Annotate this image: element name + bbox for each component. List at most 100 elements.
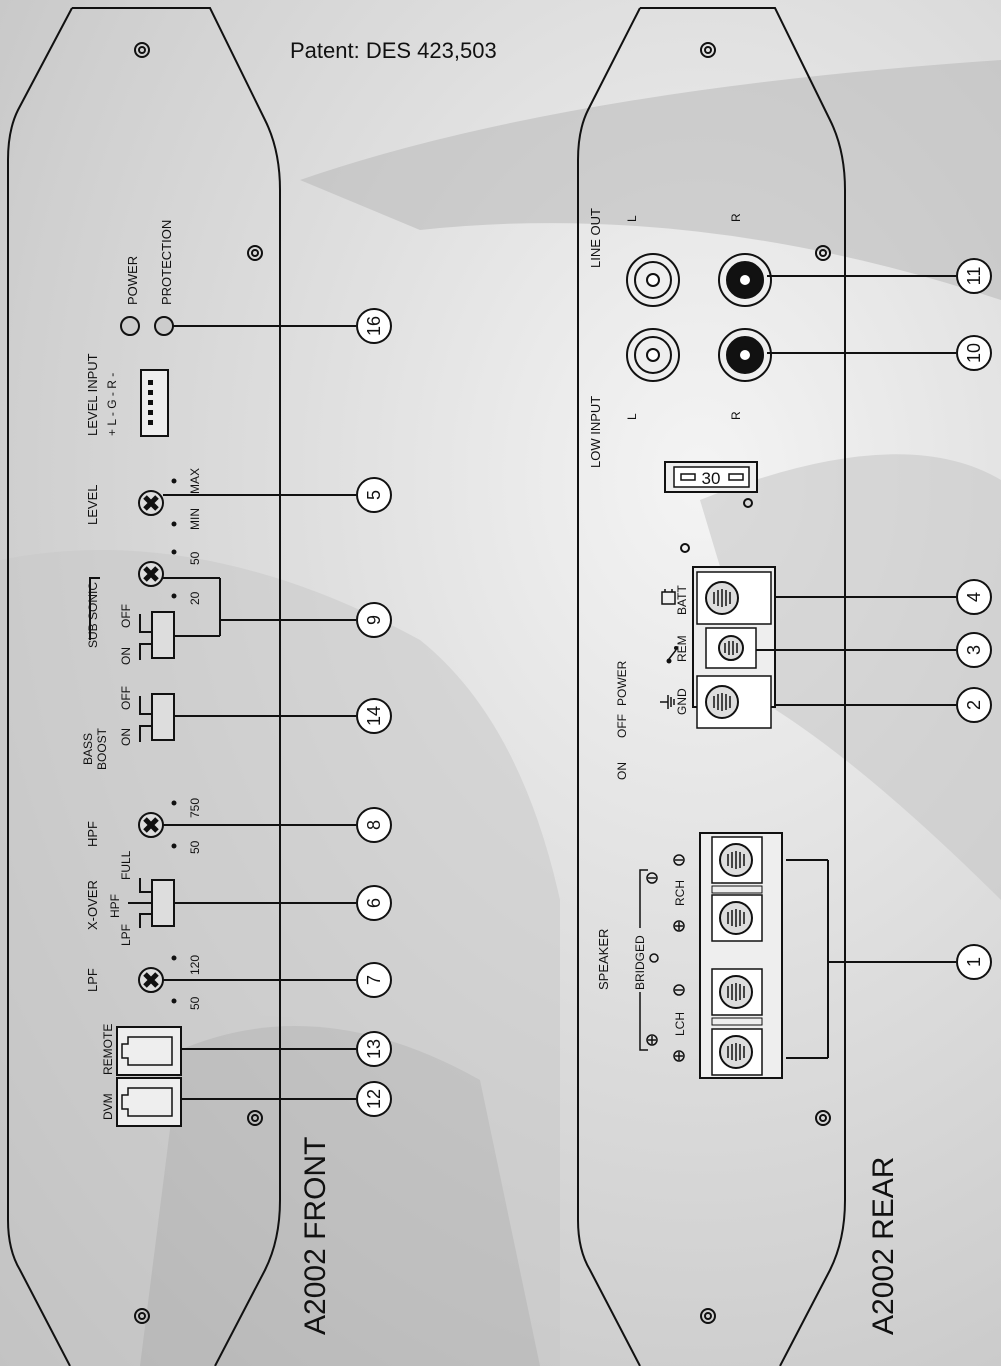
remote-switch-icon [666, 646, 678, 664]
rear-panel: LINE OUT LOW INPUT L R L R 30 BATT RE [588, 208, 992, 1335]
subsonic-50-label: 50 [188, 551, 202, 565]
remote-jack[interactable] [116, 1026, 182, 1076]
rch-label: RCH [673, 880, 687, 906]
hpf-50-label: 50 [188, 840, 202, 854]
power-label: POWER [615, 660, 629, 706]
bridged-label: BRIDGED [633, 935, 647, 990]
svg-text:5: 5 [364, 490, 384, 500]
svg-text:7: 7 [364, 975, 384, 985]
bass-boost-label-1: BASS [81, 733, 95, 765]
power-label: POWER [125, 256, 140, 305]
xover-lpf-label: LPF [119, 924, 133, 946]
low-input-r-label: R [729, 411, 743, 420]
batt-label: BATT [675, 585, 689, 615]
mounting-holes [134, 42, 831, 1324]
callout-16: 16 [356, 308, 392, 344]
line-out-r-rca[interactable] [718, 253, 772, 307]
lpf-knob[interactable] [138, 967, 164, 993]
lpf-120-label: 120 [188, 955, 202, 975]
rear-panel-outline [577, 7, 846, 1366]
callout-11: 11 [956, 258, 992, 294]
callout-5: 5 [356, 477, 392, 513]
rch-negative-terminal[interactable] [719, 843, 753, 877]
lch-negative-terminal[interactable] [719, 975, 753, 1009]
rear-callout-lines [756, 275, 956, 1059]
callout-2: 2 [956, 687, 992, 723]
line-out-l-label: L [625, 215, 639, 222]
rch-positive-terminal[interactable] [719, 901, 753, 935]
rem-terminal[interactable] [718, 635, 744, 661]
callout-9: 9 [356, 602, 392, 638]
xover-switch[interactable] [151, 879, 175, 927]
dvm-jack[interactable] [116, 1077, 182, 1127]
rem-label: REM [675, 635, 689, 662]
level-input-connector [140, 369, 169, 437]
svg-text:9: 9 [364, 615, 384, 625]
svg-text:4: 4 [964, 592, 984, 602]
batt-terminal[interactable] [705, 581, 739, 615]
svg-text:2: 2 [964, 700, 984, 710]
power-on-label: ON [615, 762, 629, 780]
line-out-l-rca[interactable] [626, 253, 680, 307]
front-panel-outline [7, 7, 281, 1366]
speaker-label: SPEAKER [596, 929, 611, 990]
bass-boost-switch[interactable] [151, 693, 175, 741]
callout-13: 13 [356, 1031, 392, 1067]
svg-text:12: 12 [364, 1089, 384, 1109]
lch-positive-terminal[interactable] [719, 1035, 753, 1069]
fuse: 30 [664, 461, 758, 493]
subsonic-on-label: ON [119, 647, 133, 665]
low-input-l-rca[interactable] [626, 328, 680, 382]
svg-text:14: 14 [364, 706, 384, 726]
low-input-label: LOW INPUT [588, 396, 603, 468]
power-off-label: OFF [615, 714, 629, 738]
callout-7: 7 [356, 962, 392, 998]
level-input-pins [148, 380, 153, 425]
level-label: LEVEL [85, 485, 100, 525]
low-input-l-label: L [625, 413, 639, 420]
hpf-knob[interactable] [138, 812, 164, 838]
lpf-50-label: 50 [188, 996, 202, 1010]
callout-1: 1 [956, 944, 992, 980]
battery-icon [661, 589, 676, 605]
xover-label: X-OVER [85, 880, 100, 930]
protection-led [154, 316, 174, 336]
subsonic-knob[interactable] [138, 561, 164, 587]
dvm-label: DVM [101, 1093, 115, 1120]
polarity-symbols [646, 854, 685, 1062]
svg-text:10: 10 [964, 343, 984, 363]
lch-label: LCH [673, 1012, 687, 1036]
svg-text:11: 11 [964, 267, 984, 286]
svg-text:13: 13 [364, 1039, 384, 1059]
power-led [120, 316, 140, 336]
patent-text: Patent: DES 423,503 [290, 38, 497, 63]
level-knob[interactable] [138, 490, 164, 516]
gnd-terminal[interactable] [705, 685, 739, 719]
fuse-rating: 30 [702, 469, 721, 488]
low-input-r-rca[interactable] [718, 328, 772, 382]
subsonic-off-label: OFF [119, 604, 133, 628]
level-min-label: MIN [188, 508, 202, 530]
front-title: A2002 FRONT [299, 1137, 332, 1335]
svg-text:3: 3 [964, 645, 984, 655]
hpf-label: HPF [85, 821, 100, 847]
callout-14: 14 [356, 698, 392, 734]
rear-title: A2002 REAR [867, 1157, 900, 1335]
subsonic-20-label: 20 [188, 591, 202, 605]
callout-10: 10 [956, 335, 992, 371]
subsonic-switch[interactable] [151, 611, 175, 659]
protection-label: PROTECTION [159, 220, 174, 305]
svg-text:8: 8 [364, 820, 384, 830]
level-input-pins-label: + L - G - R - [105, 373, 119, 436]
front-panel: POWER PROTECTION LEVEL INPUT + L - G - R… [81, 220, 392, 1335]
line-out-r-label: R [729, 213, 743, 222]
bass-boost-on-label: ON [119, 728, 133, 746]
subsonic-label: SUB SONIC [86, 582, 100, 648]
front-callout-lines [163, 325, 356, 1100]
callout-4: 4 [956, 579, 992, 615]
callout-3: 3 [956, 632, 992, 668]
line-out-label: LINE OUT [588, 208, 603, 268]
hpf-750-label: 750 [188, 798, 202, 818]
svg-text:16: 16 [364, 316, 384, 336]
xover-full-label: FULL [119, 850, 133, 880]
